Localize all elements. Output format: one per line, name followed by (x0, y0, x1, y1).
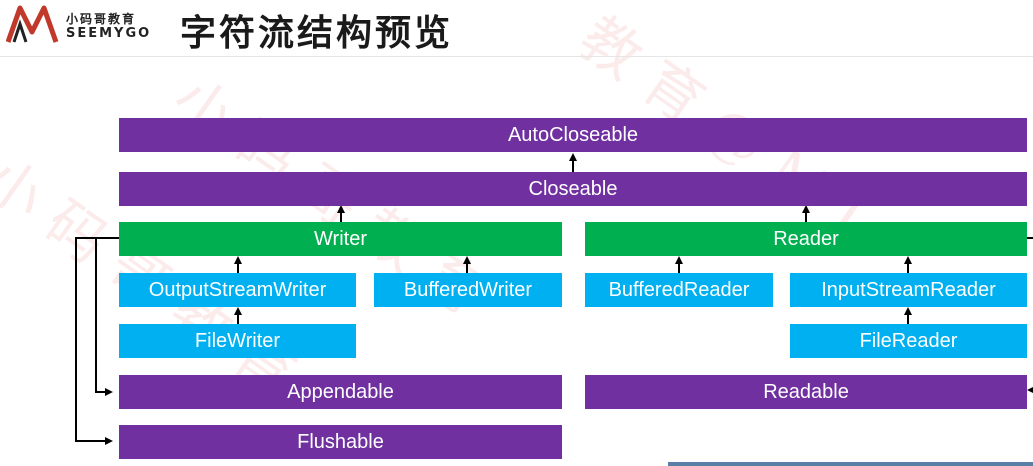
closeable-box: Closeable (119, 172, 1027, 206)
buffered-reader-box: BufferedReader (585, 273, 773, 307)
flushable-box: Flushable (119, 425, 562, 459)
header-divider (0, 56, 1033, 57)
file-reader-box: FileReader (790, 324, 1027, 358)
arrowhead-readable (1027, 387, 1033, 393)
output-stream-writer-box: OutputStreamWriter (119, 273, 356, 307)
line-writer-bracket-mid (95, 238, 113, 396)
logo-chinese-text: 小码哥教育 (66, 12, 137, 26)
line-writer-bracket-outer (75, 237, 119, 445)
bottom-strip (668, 462, 1033, 466)
input-stream-reader-box: InputStreamReader (790, 273, 1027, 307)
writer-box: Writer (119, 222, 562, 256)
page-title: 字符流结构预览 (180, 13, 454, 54)
appendable-box: Appendable (119, 375, 562, 409)
logo-english-text: SEEMYGO (66, 26, 152, 41)
readable-box: Readable (585, 375, 1027, 409)
reader-box: Reader (585, 222, 1027, 256)
slide-header: 小码哥教育 SEEMYGO 字符流结构预览 (0, 0, 1033, 60)
seemygo-logo (6, 5, 59, 43)
buffered-writer-box: BufferedWriter (374, 273, 562, 307)
autocloseable-box: AutoCloseable (119, 118, 1027, 152)
file-writer-box: FileWriter (119, 324, 356, 358)
